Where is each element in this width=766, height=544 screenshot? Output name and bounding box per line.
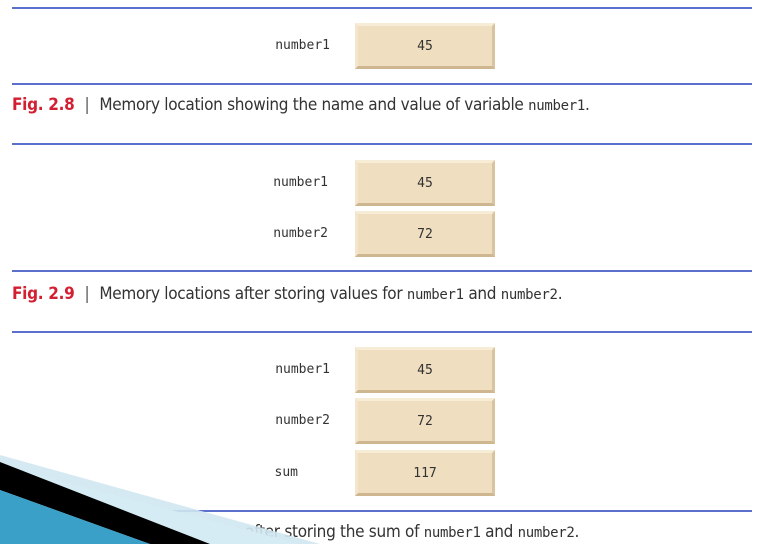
caption-end: .	[584, 95, 590, 115]
rule	[12, 331, 752, 333]
memory-cell: 72	[355, 398, 495, 444]
rule	[12, 83, 752, 85]
memory-cell: 117	[355, 450, 495, 496]
cell-label: number1	[275, 362, 330, 377]
figure-caption: Fig. 2.8|Memory location showing the nam…	[12, 95, 590, 115]
rule	[12, 270, 752, 272]
memory-cell: 45	[355, 160, 495, 206]
memory-cell: 45	[355, 347, 495, 393]
caption-text: and	[463, 284, 501, 304]
figure-caption: Fig. 2.9|Memory locations after storing …	[12, 284, 563, 304]
caption-code: number1	[528, 98, 585, 114]
caption-text: and	[480, 522, 518, 542]
figure-number: Fig. 2.10	[12, 522, 85, 542]
figure-number: Fig. 2.8	[12, 95, 75, 115]
cell-label: number1	[275, 38, 330, 53]
cell-label: number1	[273, 175, 328, 190]
cell-label: sum	[274, 465, 298, 480]
cell-label: number2	[273, 226, 328, 241]
caption-code: number1	[406, 287, 464, 303]
caption-end: .	[557, 284, 563, 304]
cell-label: number2	[275, 413, 330, 428]
caption-text: Memory locations after storing the sum o…	[109, 522, 424, 542]
memory-cell: 72	[355, 211, 495, 257]
rule	[12, 7, 752, 9]
caption-text: Memory location showing the name and val…	[99, 95, 529, 115]
figure-number: Fig. 2.9	[12, 284, 75, 304]
caption-code: number1	[423, 525, 481, 541]
memory-cell: 45	[355, 23, 495, 69]
caption-end: .	[574, 522, 580, 542]
caption-code: number2	[517, 525, 575, 541]
figure-caption: Fig. 2.10|Memory locations after storing…	[12, 522, 580, 542]
caption-text: Memory locations after storing values fo…	[99, 284, 407, 304]
caption-code: number2	[500, 287, 558, 303]
rule	[12, 510, 752, 512]
rule	[12, 143, 752, 145]
